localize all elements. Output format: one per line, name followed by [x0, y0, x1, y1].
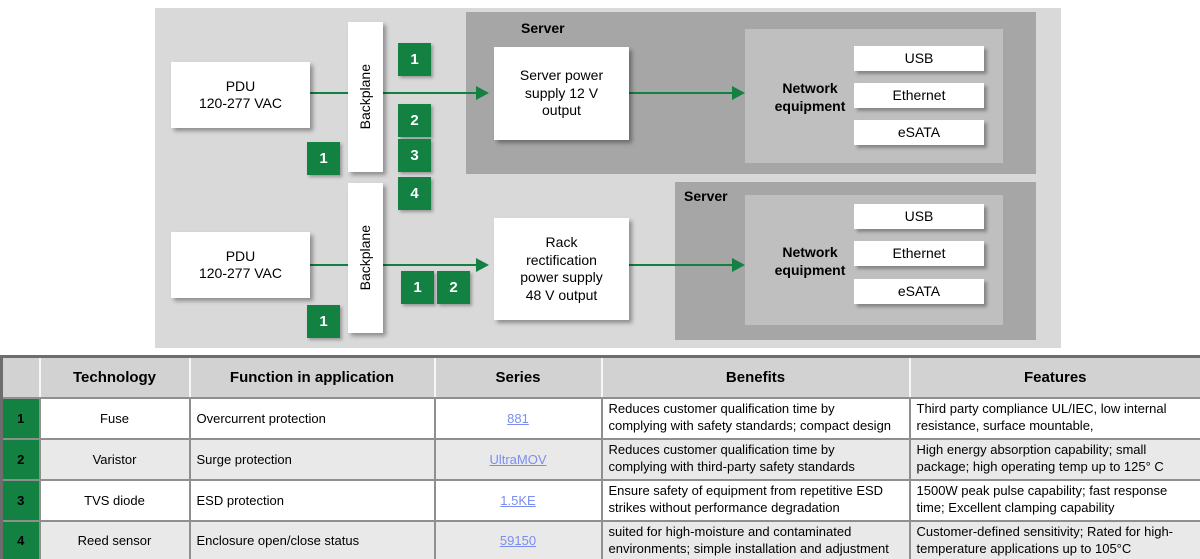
- header-function: Function in application: [188, 356, 435, 399]
- row-number-badge: 2: [0, 437, 41, 481]
- power-flow-line: [310, 264, 476, 266]
- benefits-cell: suited for high-moisture and contaminate…: [600, 519, 911, 559]
- header-number: [1, 356, 40, 399]
- rack-psu-box: Rack rectification power supply 48 V out…: [494, 218, 629, 320]
- backplane-label-bottom: Backplane: [356, 225, 373, 291]
- port-usb-bottom: USB: [854, 204, 984, 229]
- marker-3: 3: [398, 139, 431, 172]
- marker-2: 2: [398, 104, 431, 137]
- table-row: 1 Fuse Overcurrent protection 881 Reduce…: [0, 396, 1200, 440]
- server-title-bottom: Server: [684, 188, 728, 204]
- backplane-box-bottom: Backplane: [348, 183, 383, 333]
- marker-4: 4: [398, 177, 431, 210]
- power-flow-line: [629, 92, 732, 94]
- technology-cell: Varistor: [38, 437, 191, 481]
- technology-cell: TVS diode: [38, 478, 191, 522]
- server-psu-box: Server power supply 12 V output: [494, 47, 629, 140]
- marker-2-bottom: 2: [437, 271, 470, 304]
- components-table: Technology Function in application Serie…: [0, 355, 1200, 559]
- function-cell: ESD protection: [188, 478, 436, 522]
- features-cell: High energy absorption capability; small…: [908, 437, 1200, 481]
- header-features: Features: [908, 356, 1200, 399]
- port-ethernet-bottom: Ethernet: [854, 241, 984, 266]
- network-equipment-label-top: Network equipment: [774, 80, 846, 115]
- table-row: 2 Varistor Surge protection UltraMOV Red…: [0, 437, 1200, 481]
- header-series: Series: [433, 356, 602, 399]
- pdu-box-bottom: PDU 120-277 VAC: [171, 232, 310, 298]
- arrow-right-icon: [476, 258, 489, 272]
- series-cell: 881: [433, 396, 603, 440]
- row-number-badge: 3: [0, 478, 41, 522]
- backplane-box-top: Backplane: [348, 22, 383, 172]
- benefits-cell: Reduces customer qualification time by c…: [600, 437, 911, 481]
- series-cell: 59150: [433, 519, 603, 559]
- series-link-59150[interactable]: 59150: [499, 533, 537, 549]
- series-cell: 1.5KE: [433, 478, 603, 522]
- port-esata-bottom: eSATA: [854, 279, 984, 304]
- port-esata-top: eSATA: [854, 120, 984, 145]
- series-link-ultramov[interactable]: UltraMOV: [489, 451, 547, 467]
- arrow-right-icon: [732, 258, 745, 272]
- features-cell: Customer-defined sensitivity; Rated for …: [908, 519, 1200, 559]
- pdu-box-top: PDU 120-277 VAC: [171, 62, 310, 128]
- marker-1-left-bottom: 1: [307, 305, 340, 338]
- technology-cell: Reed sensor: [38, 519, 191, 559]
- power-flow-line: [629, 264, 732, 266]
- arrow-right-icon: [732, 86, 745, 100]
- table-row: 3 TVS diode ESD protection 1.5KE Ensure …: [0, 478, 1200, 522]
- port-ethernet-top: Ethernet: [854, 83, 984, 108]
- function-cell: Enclosure open/close status: [188, 519, 436, 559]
- row-number-badge: 1: [0, 396, 41, 440]
- components-table-wrapper: Technology Function in application Serie…: [0, 355, 1200, 559]
- port-usb-top: USB: [854, 46, 984, 71]
- backplane-label-top: Backplane: [356, 64, 373, 130]
- features-cell: Third party compliance UL/IEC, low inter…: [908, 396, 1200, 440]
- arrow-right-icon: [476, 86, 489, 100]
- function-cell: Surge protection: [188, 437, 436, 481]
- network-equipment-label-bottom: Network equipment: [774, 244, 846, 279]
- marker-1-bottom: 1: [401, 271, 434, 304]
- benefits-cell: Ensure safety of equipment from repetiti…: [600, 478, 911, 522]
- table-row: 4 Reed sensor Enclosure open/close statu…: [0, 519, 1200, 559]
- power-flow-line: [310, 92, 476, 94]
- technology-cell: Fuse: [38, 396, 191, 440]
- header-technology: Technology: [38, 356, 190, 399]
- series-cell: UltraMOV: [433, 437, 603, 481]
- server-title-top: Server: [521, 20, 565, 36]
- marker-1-left-top: 1: [307, 142, 340, 175]
- row-number-badge: 4: [0, 519, 41, 559]
- benefits-cell: Reduces customer qualification time by c…: [600, 396, 911, 440]
- marker-1: 1: [398, 43, 431, 76]
- series-link-1-5ke[interactable]: 1.5KE: [500, 492, 536, 508]
- table-header-row: Technology Function in application Serie…: [1, 356, 1200, 399]
- features-cell: 1500W peak pulse capability; fast respon…: [908, 478, 1200, 522]
- series-link-881[interactable]: 881: [507, 410, 529, 426]
- function-cell: Overcurrent protection: [188, 396, 436, 440]
- header-benefits: Benefits: [600, 356, 910, 399]
